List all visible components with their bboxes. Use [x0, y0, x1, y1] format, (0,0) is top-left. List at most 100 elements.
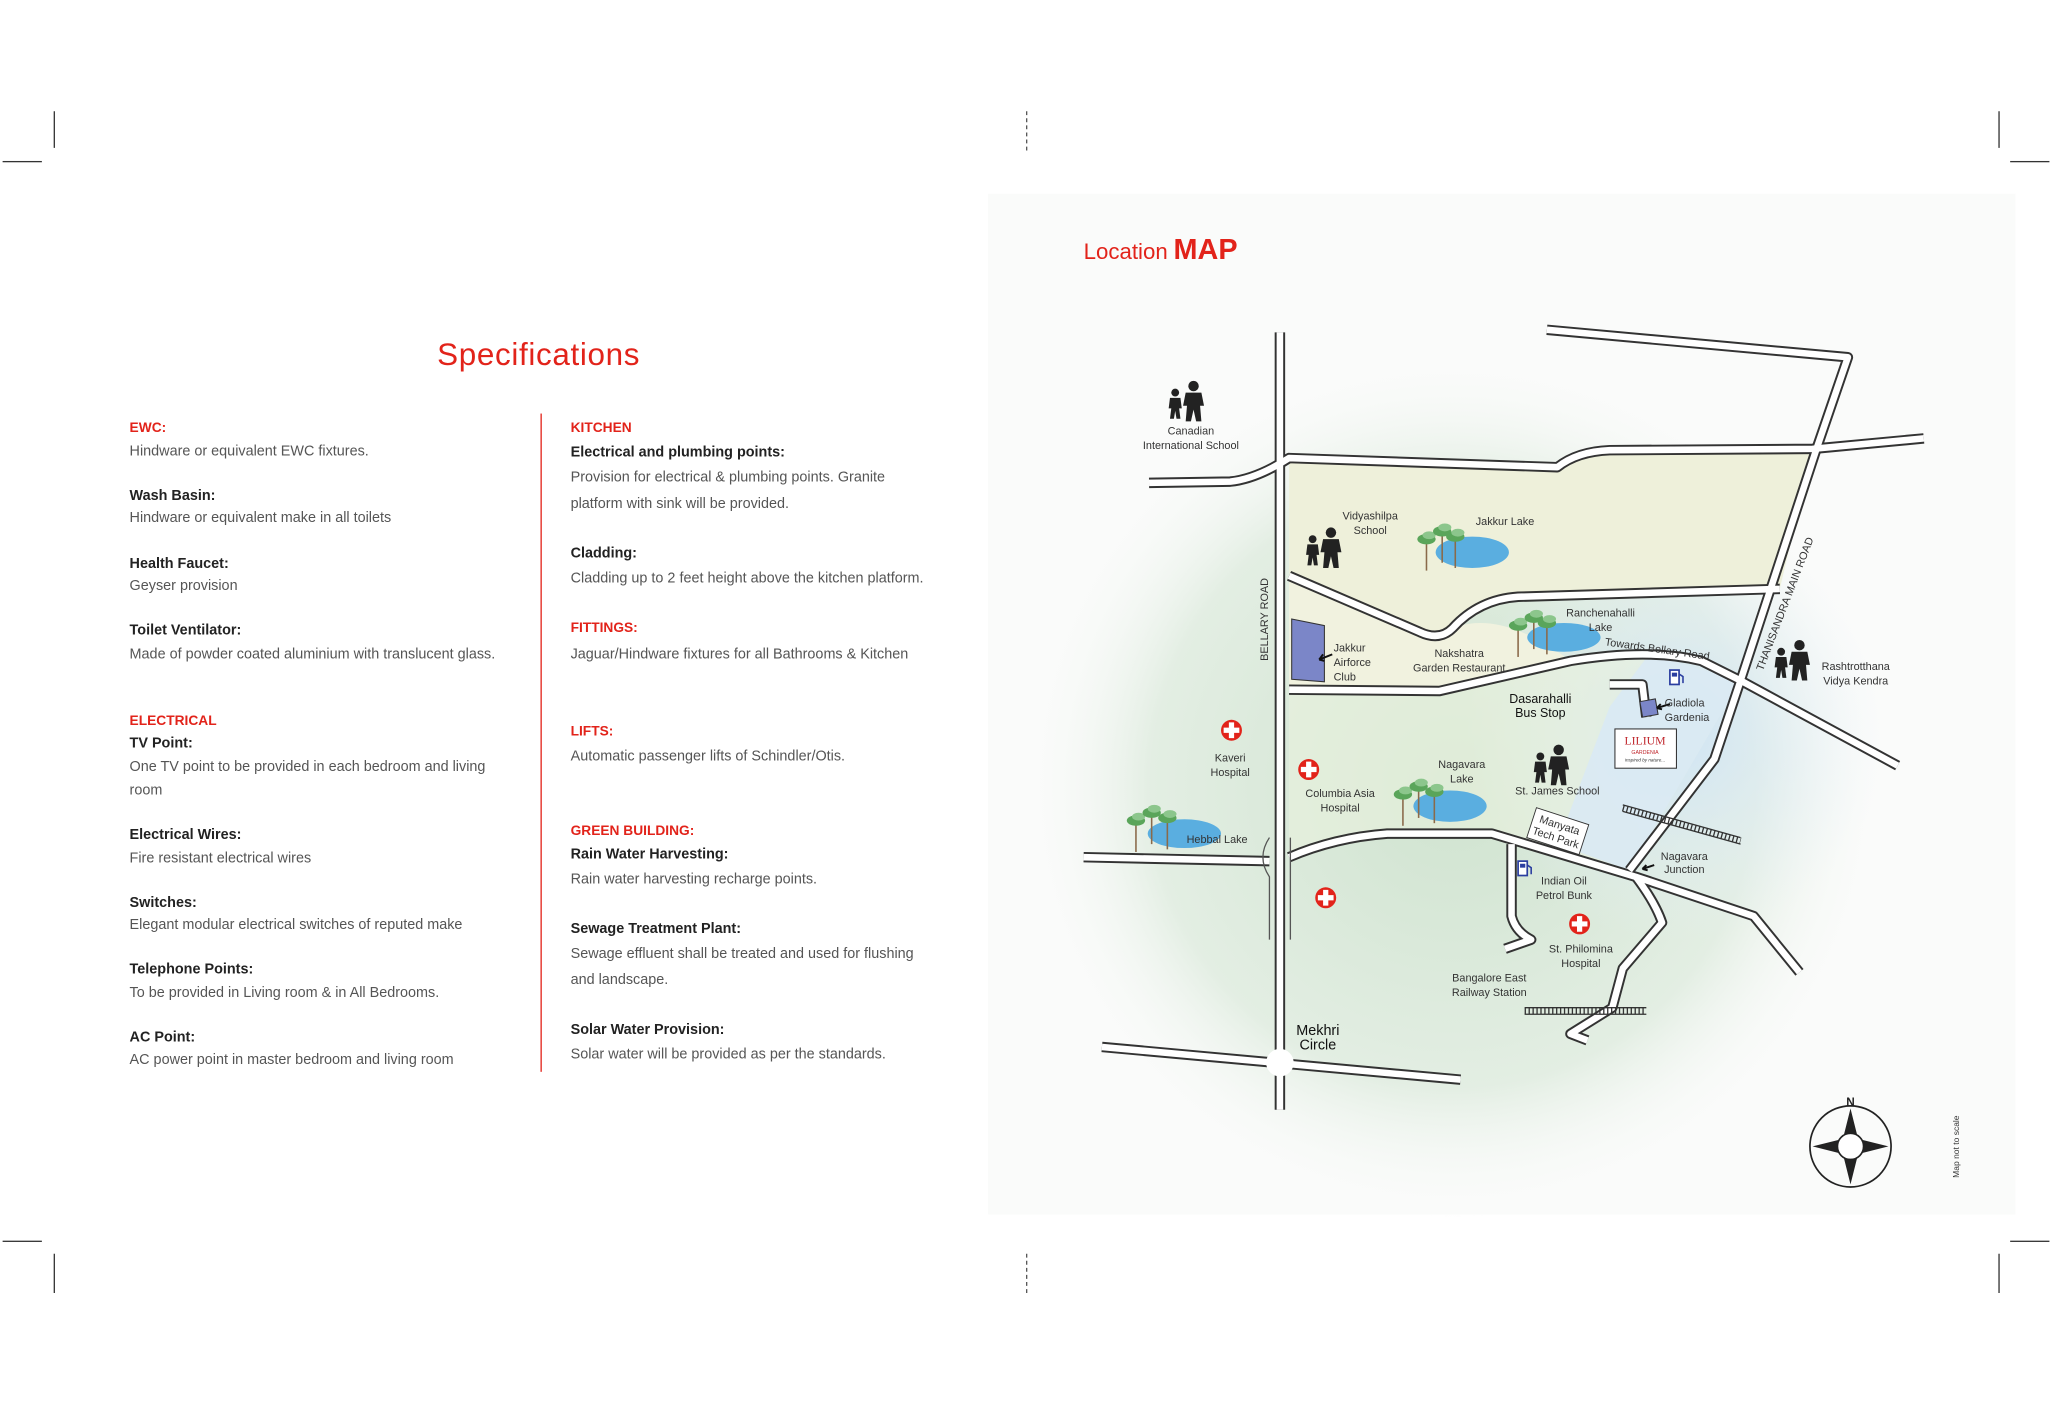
map-title: Location MAP — [1084, 233, 1238, 267]
crop-mark — [2010, 1240, 2050, 1242]
svg-text:Bus Stop: Bus Stop — [1515, 706, 1566, 720]
svg-text:School: School — [1354, 525, 1387, 537]
spec-text: Geyser provision — [129, 578, 238, 595]
spec-text: and landscape. — [570, 972, 669, 989]
section-heading-green-building: GREEN BUILDING: — [570, 823, 695, 839]
spec-text: AC power point in master bedroom and liv… — [129, 1052, 454, 1068]
crop-mark — [2, 1240, 42, 1242]
crop-mark — [2, 160, 42, 163]
spec-heading: Solar Water Provision: — [570, 1022, 725, 1038]
hospital-icon — [1221, 719, 1242, 741]
spec-text: One TV point to be provided in each bedr… — [129, 759, 486, 775]
spec-heading: Telephone Points: — [129, 961, 254, 978]
spec-heading: EWC: — [129, 420, 167, 436]
road-network — [1083, 324, 1925, 1110]
arrow-icon — [1656, 703, 1671, 711]
section-heading-lifts: LIFTS: — [570, 723, 614, 740]
spec-text: Sewage effluent shall be treated and use… — [570, 946, 914, 962]
svg-text:Gladiola: Gladiola — [1665, 698, 1706, 710]
bellary-road-label: BELLARY ROAD — [1259, 578, 1271, 661]
spec-heading: Switches: — [129, 895, 197, 911]
section-heading-electrical: ELECTRICAL — [129, 713, 217, 729]
compass-north-label: N — [1846, 1096, 1855, 1109]
jakkur-airforce-club-building — [1291, 618, 1325, 683]
column-divider — [540, 413, 542, 1072]
fold-mark — [1026, 111, 1028, 151]
gladiola-gardenia-building — [1639, 698, 1659, 718]
spec-text: Hindware or equivalent EWC fixtures. — [129, 443, 369, 460]
svg-text:Dasarahalli: Dasarahalli — [1509, 692, 1571, 706]
svg-text:Mekhri: Mekhri — [1296, 1023, 1339, 1039]
ranchenahalli-lake-icon — [1508, 609, 1601, 658]
jakkur-lake-icon — [1416, 522, 1509, 572]
svg-text:St. Philomina: St. Philomina — [1549, 944, 1614, 956]
spec-text: Solar water will be provided as per the … — [570, 1046, 886, 1063]
svg-text:Airforce: Airforce — [1334, 657, 1371, 669]
spec-text: room — [129, 782, 163, 799]
map-title-light: Location — [1083, 239, 1168, 265]
map-labels: Canadian International School Vidyashilp… — [1143, 425, 1891, 1053]
section-heading-fittings: FITTINGS: — [570, 620, 638, 637]
svg-text:Hospital: Hospital — [1561, 958, 1600, 970]
svg-text:Rashtrotthana: Rashtrotthana — [1822, 661, 1891, 673]
spec-text: Hindware or equivalent make in all toile… — [129, 510, 392, 527]
lilium-gardenia-logo: LILIUM GARDENIA inspired by nature... — [1614, 728, 1677, 769]
spec-heading: Electrical and plumbing points: — [570, 444, 785, 461]
svg-text:Hospital: Hospital — [1211, 767, 1250, 779]
railway-track — [1524, 804, 1742, 1015]
label-canadian-school: Canadian — [1168, 425, 1214, 437]
map-title-bold: MAP — [1173, 232, 1238, 266]
svg-text:Nagavara: Nagavara — [1661, 851, 1709, 863]
spec-text: platform with sink will be provided. — [570, 495, 790, 512]
compass-icon: N — [1809, 1096, 1892, 1188]
spec-heading: Wash Basin: — [129, 488, 216, 504]
hospital-icon — [1315, 887, 1337, 909]
label-jakkur-lake: Jakkur Lake — [1476, 516, 1535, 528]
spec-text: Provision for electrical & plumbing poin… — [570, 469, 886, 486]
spec-text: Jaguar/Hindware fixtures for all Bathroo… — [570, 646, 909, 663]
svg-text:GARDENIA: GARDENIA — [1631, 750, 1659, 756]
svg-text:Lake: Lake — [1450, 774, 1474, 786]
svg-text:Circle: Circle — [1299, 1038, 1336, 1054]
hospital-icon — [1298, 759, 1320, 780]
crop-mark — [1998, 1253, 2000, 1293]
crop-mark — [53, 111, 55, 148]
svg-text:Garden Restaurant: Garden Restaurant — [1413, 662, 1505, 674]
svg-text:Petrol Bunk: Petrol Bunk — [1536, 890, 1593, 902]
svg-text:Nagavara: Nagavara — [1438, 759, 1486, 771]
crop-mark — [1998, 111, 2000, 148]
spec-heading: AC Point: — [129, 1029, 196, 1046]
svg-text:Ranchenahalli: Ranchenahalli — [1566, 607, 1635, 619]
svg-text:Jakkur: Jakkur — [1334, 643, 1366, 655]
spec-text: Automatic passenger lifts of Schindler/O… — [570, 748, 846, 765]
spec-text: Rain water harvesting recharge points. — [570, 871, 818, 888]
crop-mark — [53, 1253, 55, 1293]
arrow-icon — [1641, 864, 1655, 872]
svg-text:International School: International School — [1143, 440, 1239, 452]
spec-heading: Electrical Wires: — [129, 827, 242, 843]
svg-text:Kaveri: Kaveri — [1215, 753, 1246, 765]
specifications-title: Specifications — [437, 337, 641, 373]
spec-text: Fire resistant electrical wires — [129, 850, 312, 867]
svg-text:Club: Club — [1334, 672, 1356, 684]
svg-text:inspired by nature...: inspired by nature... — [1625, 758, 1665, 763]
spec-text: To be provided in Living room & in All B… — [129, 985, 440, 1002]
spec-heading: Cladding: — [570, 545, 637, 562]
nagavara-lake-icon — [1392, 777, 1487, 827]
spec-heading: Rain Water Harvesting: — [570, 846, 729, 863]
svg-text:St. James School: St. James School — [1515, 785, 1600, 797]
svg-text:Vidya Kendra: Vidya Kendra — [1823, 675, 1889, 687]
svg-text:Columbia Asia: Columbia Asia — [1305, 788, 1375, 800]
spec-heading: Toilet Ventilator: — [129, 622, 242, 639]
svg-text:Vidyashilpa: Vidyashilpa — [1343, 511, 1399, 523]
svg-text:Bangalore East: Bangalore East — [1452, 973, 1526, 985]
manyata-tech-park-sign: Manyata Tech Park — [1526, 807, 1590, 856]
svg-text:LILIUM: LILIUM — [1624, 735, 1666, 748]
svg-text:Nakshatra: Nakshatra — [1434, 648, 1484, 660]
spec-text: Cladding up to 2 feet height above the k… — [570, 570, 924, 587]
hospital-icon — [1569, 913, 1591, 935]
fold-mark — [1026, 1253, 1028, 1293]
section-heading-kitchen: KITCHEN — [570, 420, 632, 436]
